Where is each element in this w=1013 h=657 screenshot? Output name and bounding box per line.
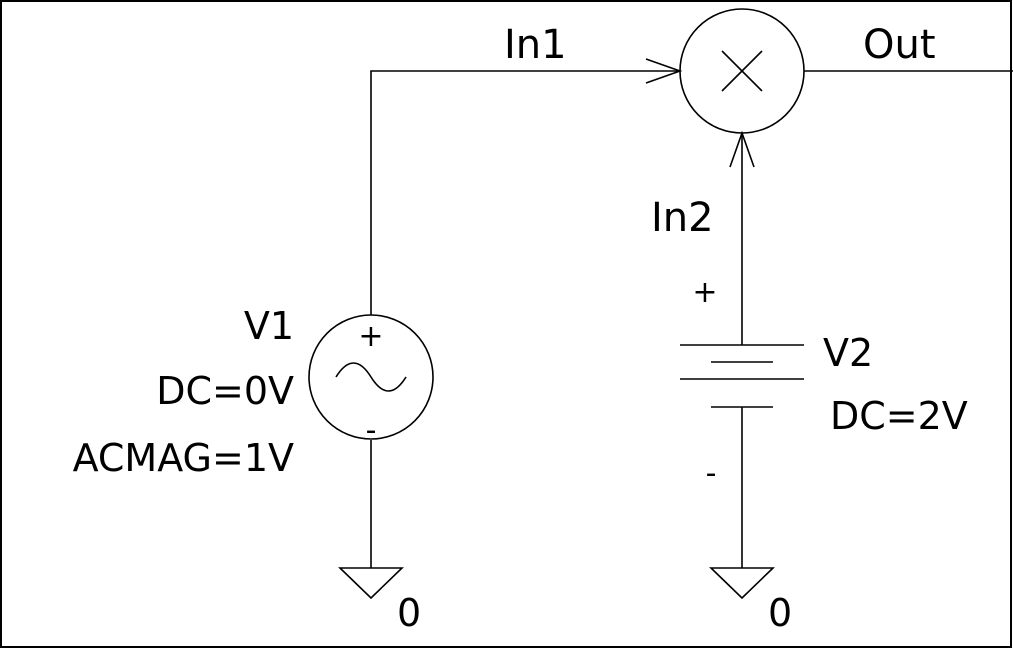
v1-dc-value: DC=0V bbox=[156, 369, 294, 413]
ground-label-right: 0 bbox=[768, 591, 792, 635]
v1-name: V1 bbox=[244, 304, 294, 348]
net-label-out: Out bbox=[863, 22, 936, 68]
v2-plus-sign: + bbox=[692, 275, 717, 310]
v1-plus-sign: + bbox=[358, 319, 383, 354]
arrow-in2-icon bbox=[729, 130, 755, 168]
ground-icon[interactable] bbox=[338, 567, 404, 600]
net-label-in1: In1 bbox=[504, 22, 567, 68]
ac-source-icon[interactable] bbox=[308, 314, 434, 440]
v2-name: V2 bbox=[823, 331, 873, 375]
v2-minus-sign: - bbox=[706, 456, 717, 491]
v1-minus-sign: - bbox=[366, 413, 377, 448]
v2-dc-value: DC=2V bbox=[830, 394, 968, 438]
ground-label-left: 0 bbox=[397, 591, 421, 635]
ground-icon[interactable] bbox=[709, 567, 775, 600]
wires bbox=[370, 70, 1013, 568]
v1-acmag-value: ACMAG=1V bbox=[73, 436, 294, 480]
battery-icon[interactable] bbox=[680, 344, 804, 408]
arrow-in1-icon bbox=[645, 58, 683, 84]
net-label-in2: In2 bbox=[651, 195, 714, 241]
wire-in1 bbox=[370, 70, 680, 315]
